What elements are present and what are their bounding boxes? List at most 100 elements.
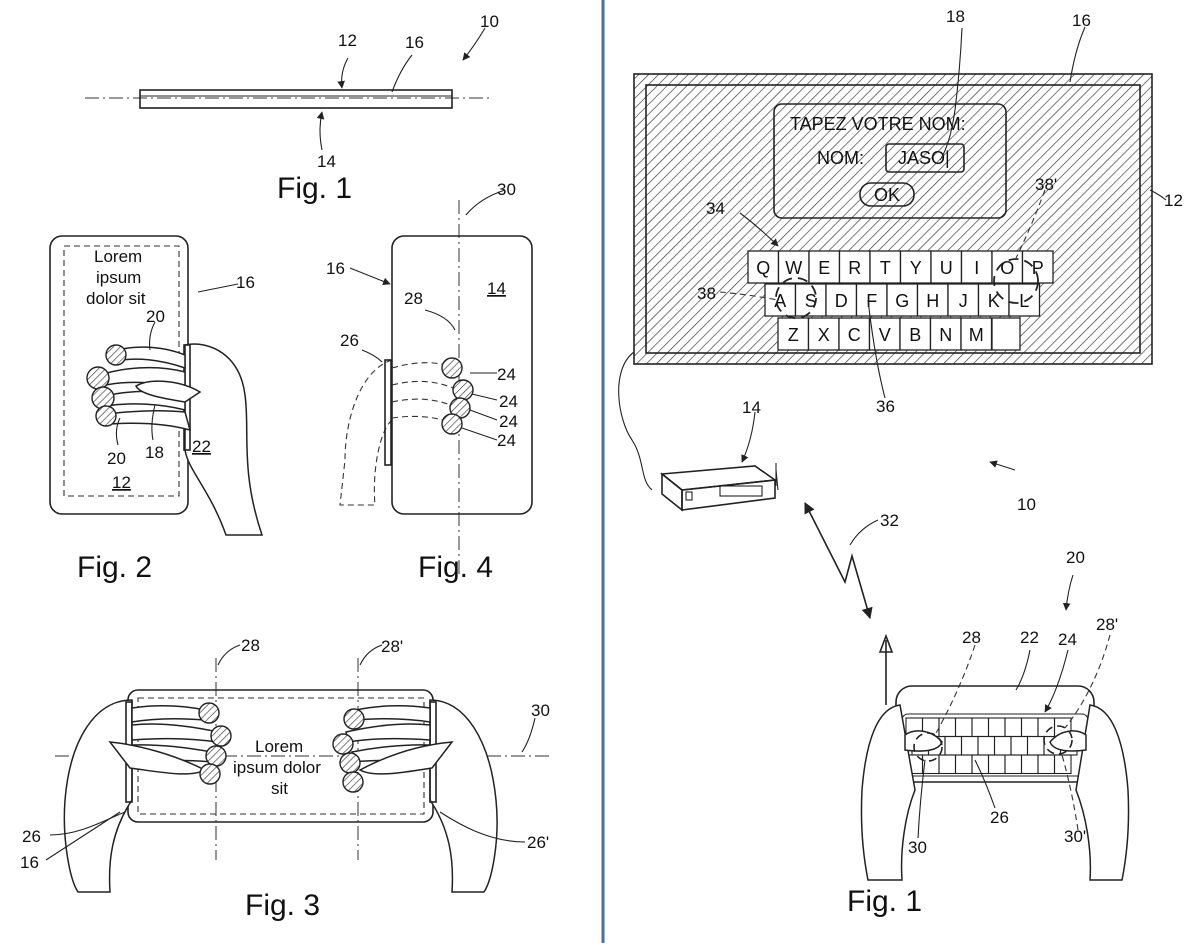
remote-key [1053, 754, 1072, 775]
left-fig1-ref-16: 16 [405, 33, 424, 52]
left-fig2: Lorem ipsum dolor sit 16 20 20 18 22 12 … [49, 235, 264, 584]
left-fig1-caption: Fig. 1 [277, 172, 352, 205]
key-label-b: B [909, 325, 921, 345]
remote-key [987, 754, 1006, 775]
key-j[interactable] [947, 283, 980, 317]
key-e[interactable] [808, 250, 841, 284]
key-label-n: N [939, 325, 952, 345]
key-u[interactable] [930, 250, 963, 284]
key-blank [991, 317, 1021, 351]
remote-key [938, 754, 957, 775]
key-i[interactable] [960, 250, 993, 284]
key-label-c: C [848, 325, 861, 345]
key-label-q: Q [756, 258, 770, 278]
left-fig4: 30 16 14 28 26 24 24 24 24 Fig. 4 [326, 180, 533, 584]
ref-30p: 30' [1064, 827, 1086, 846]
fig2-ref-12: 12 [112, 473, 131, 492]
ref-36: 36 [876, 397, 895, 416]
ref-14: 14 [742, 398, 761, 417]
remote-key [971, 717, 990, 738]
remote-key [1026, 735, 1045, 756]
ref-22: 22 [1020, 628, 1039, 647]
key-label-k: K [988, 291, 1000, 311]
key-label-y: Y [910, 258, 922, 278]
key-r[interactable] [838, 250, 871, 284]
fig4-ref-30: 30 [497, 180, 516, 199]
remote-key [977, 735, 996, 756]
key-label-m: M [969, 325, 984, 345]
fig3-ref-30: 30 [531, 701, 550, 720]
left-fig1-ref-10: 10 [480, 12, 499, 31]
fig4-ref-24a: 24 [497, 365, 516, 384]
fig3-ref-28: 28 [241, 636, 260, 655]
fig3-screen-line2: ipsum dolor [233, 758, 321, 777]
remote-key [944, 735, 963, 756]
left-fig1-ref-14: 14 [317, 152, 336, 171]
fig3-ref-26: 26 [22, 827, 41, 846]
ref-28p: 28' [1096, 615, 1118, 634]
key-label-z: Z [788, 325, 799, 345]
ref-34: 34 [706, 199, 725, 218]
fig4-ref-24d: 24 [497, 431, 516, 450]
key-label-e: E [818, 258, 830, 278]
ref-24: 24 [1058, 630, 1077, 649]
key-b[interactable] [899, 317, 932, 351]
key-q[interactable] [747, 250, 780, 284]
key-n[interactable] [929, 317, 962, 351]
remote-key [1010, 735, 1029, 756]
fig2-ref-18: 18 [145, 443, 164, 462]
remote-key [954, 717, 973, 738]
key-label-x: X [818, 325, 830, 345]
key-label-t: T [880, 258, 891, 278]
ok-button[interactable] [859, 182, 915, 207]
fig3-ref-28p: 28' [381, 637, 403, 656]
fig3-ref-26p: 26' [527, 833, 549, 852]
key-f[interactable] [855, 283, 888, 317]
ref-28: 28 [962, 628, 981, 647]
key-label-d: D [835, 291, 848, 311]
fig4-ref-24c: 24 [499, 412, 518, 431]
key-x[interactable] [807, 317, 840, 351]
remote-key [1020, 717, 1039, 738]
remote-key [1004, 754, 1023, 775]
fig2-screen-line1: Lorem [94, 247, 142, 266]
fig3-screen-line1: Lorem [255, 737, 303, 756]
key-label-r: R [848, 258, 861, 278]
fig4-ref-16: 16 [326, 259, 345, 278]
dialog-field-label: NOM: [817, 148, 864, 168]
fig4-ref-26: 26 [340, 331, 359, 350]
key-h[interactable] [916, 283, 949, 317]
ref-26: 26 [990, 808, 1009, 827]
fig2-screen-line2: ipsum [96, 268, 141, 287]
name-input[interactable] [885, 143, 965, 173]
name-input-value: JASO| [898, 148, 950, 168]
key-label-g: G [895, 291, 909, 311]
key-d[interactable] [825, 283, 858, 317]
fig4-ref-14: 14 [487, 279, 506, 298]
fig4-ref-24b: 24 [499, 392, 518, 411]
key-w[interactable] [777, 250, 810, 284]
fig2-ref-16: 16 [236, 273, 255, 292]
remote-key [987, 717, 1006, 738]
fig3-screen-line3: sit [271, 779, 288, 798]
key-l[interactable] [1008, 283, 1041, 317]
ref-12: 12 [1164, 191, 1183, 210]
key-y[interactable] [899, 250, 932, 284]
ref-18: 18 [946, 7, 965, 26]
remote-key [1004, 717, 1023, 738]
key-label-v: V [879, 325, 891, 345]
key-m[interactable] [960, 317, 993, 351]
fig2-ref-20a: 20 [146, 307, 165, 326]
remote-key [1020, 754, 1039, 775]
ref-10: 10 [1017, 495, 1036, 514]
remote-key [1037, 754, 1056, 775]
key-label-p: P [1032, 258, 1044, 278]
fig2-screen-line3: dolor sit [86, 289, 146, 308]
fig3-ref-16: 16 [20, 853, 39, 872]
key-p[interactable] [1021, 250, 1054, 284]
key-label-w: W [785, 258, 802, 278]
key-label-h: H [926, 291, 939, 311]
left-fig1: 12 16 10 14 Fig. 1 [85, 12, 499, 205]
